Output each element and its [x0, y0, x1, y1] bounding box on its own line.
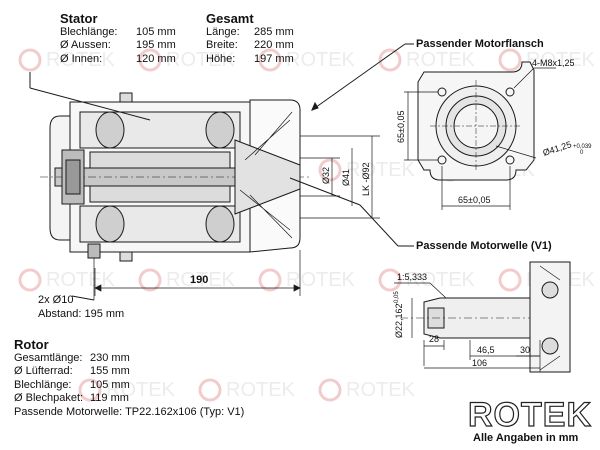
watermark-text: ROTEK	[346, 379, 416, 401]
rotor-title: Rotor	[14, 337, 49, 352]
watermark-mark	[258, 268, 282, 292]
dim-shaft-d: Ø22,162	[394, 303, 404, 338]
flange-dimensions	[404, 67, 556, 210]
dim-flange-thread: 4-M8x1,25	[532, 58, 575, 68]
watermark-text: ROTEK	[106, 379, 176, 401]
dim-190: 190	[190, 274, 208, 286]
watermark-text: ROTEK	[346, 159, 416, 181]
flange-front-view	[417, 61, 535, 181]
watermark-mark	[138, 268, 162, 292]
gesamt-spec-block: Gesamt Länge:285 mm Breite:220 mm Höhe:1…	[206, 12, 294, 66]
gesamt-row: Höhe:197 mm	[206, 52, 294, 65]
dim-flange-bore: Ø41,25	[542, 139, 573, 158]
watermark-mark	[318, 378, 342, 402]
stator-title: Stator	[60, 11, 98, 26]
units-note: Alle Angaben in mm	[473, 432, 579, 444]
dim-shaft-d-tol: -0,05	[394, 291, 400, 305]
watermark-mark	[318, 158, 342, 182]
rotor-row: Ø Blechpaket:119 mm	[14, 392, 129, 404]
dim-taper: 1:5,333	[397, 272, 427, 282]
dim-lk92: LK -Ø92	[361, 162, 371, 196]
dim-d41: Ø41	[341, 169, 351, 186]
gesamt-row: Breite:220 mm	[206, 39, 294, 51]
watermark-mark	[378, 268, 402, 292]
motor-side-view	[40, 92, 310, 300]
watermark-mark	[18, 268, 42, 292]
dim-30: 30	[520, 345, 530, 355]
watermark-mark	[138, 48, 162, 72]
watermark-text: ROTEK	[166, 49, 236, 71]
shaft-dimensions	[394, 282, 541, 372]
rotor-row: Blechlänge:105 mm	[14, 378, 130, 391]
brand-logo: ROTEK	[467, 395, 592, 434]
watermark-mark	[498, 268, 522, 292]
watermark-text: ROTEK	[46, 49, 116, 71]
abstand-label: Abstand: 195 mm	[38, 308, 125, 320]
watermark-text: ROTEK	[166, 269, 236, 291]
dim-flange-bore-tol: +0,039	[573, 144, 592, 150]
gesamt-row: Länge:285 mm	[206, 25, 294, 38]
watermark-mark	[258, 48, 282, 72]
dim-flange-h: 65±0,05	[396, 111, 406, 143]
dim-flange-w: 65±0,05	[458, 195, 490, 205]
welle-callout: Passende Motorwelle (V1)	[416, 240, 552, 252]
stator-row: Ø Aussen:195 mm	[60, 39, 176, 51]
watermark-text: ROTEK	[406, 269, 476, 291]
stator-row: Ø Innen:120 mm	[60, 52, 176, 65]
watermark-pattern: ROTEK ROTEK ROTEK ROTEK ROTEK ROTEK ROTEK ROTEK…	[18, 48, 596, 402]
watermark-text: ROTEK	[226, 379, 296, 401]
shaft-line: Passende Motorwelle: TP22.162x106 (Typ: …	[14, 405, 245, 418]
watermark-text: ROTEK	[286, 269, 356, 291]
bolts-label: 2x Ø10	[38, 294, 74, 306]
dim-28: 28	[429, 334, 439, 344]
watermark-text: ROTEK	[286, 49, 356, 71]
stator-row: Blechlänge:105 mm	[60, 25, 176, 38]
watermark-mark	[18, 48, 42, 72]
dim-46-5: 46,5	[477, 345, 495, 355]
dim-d32: Ø32	[321, 167, 331, 184]
watermark-mark	[378, 48, 402, 72]
watermark-text: ROTEK	[406, 49, 476, 71]
dim-flange-bore-tol2: 0	[580, 150, 584, 156]
watermark-mark	[78, 378, 102, 402]
stator-spec-block: Stator Blechlänge:105 mm Ø Aussen:195 mm…	[60, 12, 176, 66]
watermark-text: ROTEK	[46, 269, 116, 291]
flansch-callout: Passender Motorflansch	[416, 38, 544, 50]
watermark-mark	[198, 378, 222, 402]
rotor-row: Ø Lüfterrad:155 mm	[14, 365, 130, 377]
callout-leaders	[29, 43, 414, 301]
gesamt-title: Gesamt	[206, 11, 254, 26]
rotor-spec-block: Rotor Gesamtlänge:230 mm Ø Lüfterrad:155…	[14, 338, 244, 419]
dim-106: 106	[472, 358, 487, 368]
rotor-row: Gesamtlänge:230 mm	[14, 351, 130, 364]
motor-dimensions	[94, 135, 380, 296]
shaft-detail	[400, 261, 571, 373]
watermark-text: ROTEK	[526, 49, 596, 71]
watermark-mark	[498, 48, 522, 72]
